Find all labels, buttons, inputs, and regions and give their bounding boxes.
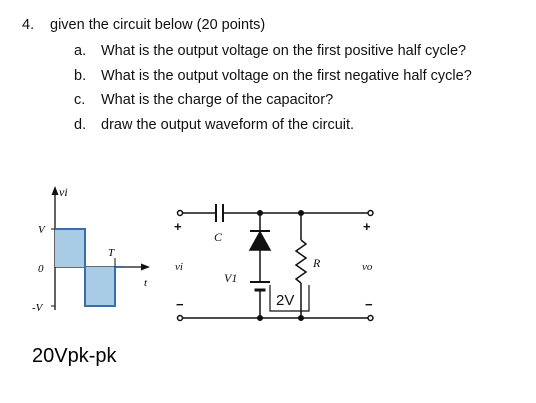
item-text: What is the output voltage on the first …	[101, 43, 467, 59]
amplitude-note: 20Vpk-pk	[32, 345, 117, 367]
resistor-zigzag-icon	[294, 239, 308, 284]
question-item-c: c. What is the charge of the capacitor?	[74, 92, 536, 117]
vi-axis-label: vi	[59, 185, 68, 199]
question-title: given the circuit below (20 points)	[50, 17, 266, 33]
output-plus-sign: +	[363, 219, 371, 234]
input-minus-sign: −	[176, 297, 184, 312]
question-item-b: b. What is the output voltage on the fir…	[74, 68, 536, 93]
output-minus-sign: −	[365, 297, 373, 312]
input-bottom-terminal	[176, 314, 184, 322]
junction-dot	[256, 314, 264, 322]
y-axis-arrow-icon	[51, 186, 59, 195]
item-letter: d.	[74, 116, 87, 133]
zero-label: 0	[38, 263, 44, 275]
v-low-label: -V	[32, 302, 44, 314]
diode-icon	[248, 230, 272, 251]
v-high-label: V	[38, 224, 46, 236]
battery-annotation-box	[269, 285, 310, 312]
v1-label: V1	[224, 271, 237, 285]
item-text: What is the charge of the capacitor?	[101, 92, 334, 108]
item-text: draw the output waveform of the circuit.	[101, 116, 355, 133]
item-text: What is the output voltage on the first …	[101, 67, 472, 84]
junction-dot	[256, 209, 264, 217]
resistor-label: R	[312, 256, 321, 270]
input-waveform: vi V 0 -V T t	[32, 185, 150, 314]
output-top-terminal	[367, 209, 374, 217]
clamper-circuit	[176, 204, 374, 322]
item-letter: c.	[74, 92, 86, 108]
circuit-labels: + − vi C V1 2V R + vo −	[174, 219, 373, 312]
waveform-outline	[55, 228, 122, 307]
x-axis-arrow-icon	[141, 263, 150, 271]
item-letter: a.	[74, 43, 87, 59]
waveform-positive-half	[55, 229, 85, 267]
question-item-a: a. What is the output voltage on the fir…	[74, 43, 536, 68]
output-bottom-terminal	[367, 314, 374, 322]
input-voltage-label: vi	[175, 261, 183, 273]
input-top-terminal	[176, 209, 184, 217]
waveform-negative-half	[85, 267, 115, 306]
question-item-d: d. draw the output waveform of the circu…	[74, 117, 536, 142]
capacitor-label: C	[214, 230, 223, 244]
time-label: t	[144, 277, 148, 289]
item-letter: b.	[74, 67, 87, 84]
period-label: T	[108, 247, 115, 259]
question-number: 4.	[22, 17, 35, 33]
battery-voltage-label: 2V	[276, 292, 294, 309]
output-voltage-label: vo	[362, 261, 373, 273]
input-plus-sign: +	[174, 219, 182, 234]
question-items: a. What is the output voltage on the fir…	[74, 43, 536, 141]
